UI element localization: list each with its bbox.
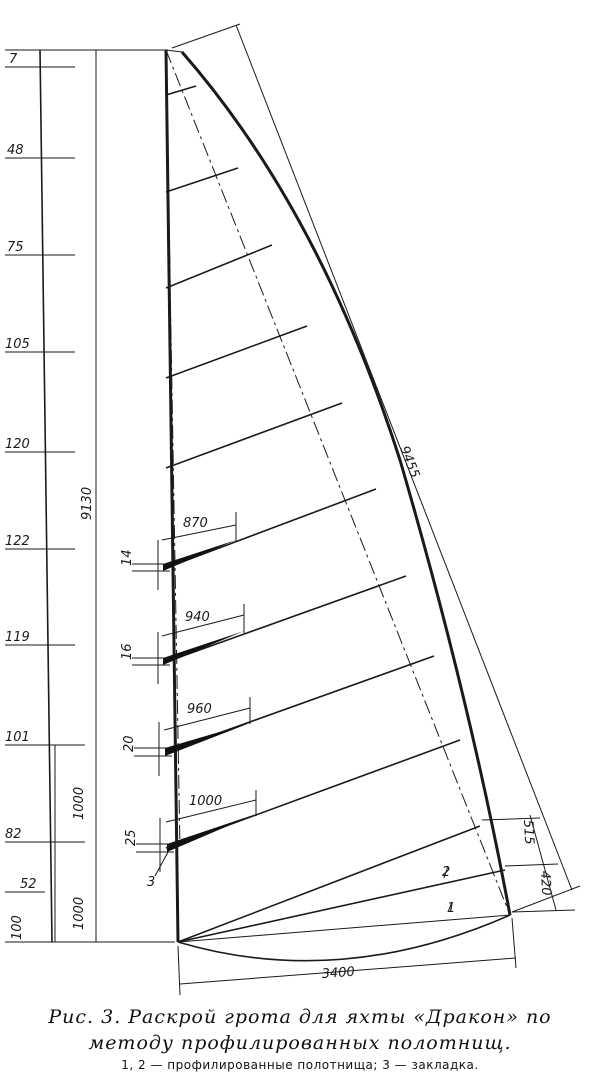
- seam-length-label: 960: [187, 702, 212, 717]
- dart-wedge: [163, 540, 236, 571]
- offset-label: 119: [5, 630, 30, 645]
- offset-label: 105: [5, 337, 30, 352]
- dart-wedge: [167, 814, 256, 852]
- offset-label: 122: [5, 534, 30, 549]
- seam-length-label: 940: [185, 610, 210, 625]
- offset-label: 82: [5, 827, 22, 842]
- callout-3: 3: [147, 875, 155, 890]
- foot-dim-line: [179, 957, 517, 985]
- ruler-curve-line: [39, 49, 53, 943]
- caption-title-line: Рис. 3. Раскрой грота для яхты «Дракон» …: [48, 1006, 552, 1028]
- headboard-line: [165, 49, 183, 53]
- vertical-total-dim: 9130: [80, 487, 95, 520]
- dart-depth-label: 14: [120, 549, 135, 566]
- leech-chord: [165, 49, 511, 916]
- dart-wedge: [165, 723, 250, 756]
- luff-line: [164, 49, 180, 943]
- callouts: 1 2 3: [147, 851, 455, 916]
- station-ticks: [5, 66, 85, 942]
- offset-label: 48: [7, 143, 24, 158]
- caption-legend: 1, 2 — профилированные полотнища; 3 — за…: [121, 1058, 479, 1072]
- offset-ruler: 7 48 75 105 120 122 119 101 82 52 100 91…: [5, 49, 175, 943]
- figure-caption: Рис. 3. Раскрой грота для яхты «Дракон» …: [0, 1004, 600, 1074]
- dart-depth-label: 25: [124, 829, 139, 846]
- clew-offset-label: 515: [520, 819, 536, 845]
- seam-length-label: 1000: [189, 794, 222, 809]
- dart-depth-dims: 14 16 20 25: [120, 540, 174, 872]
- offset-label: 52: [20, 877, 37, 892]
- luff-chord: [165, 49, 181, 851]
- vertical-bottom-dim: 1000: [72, 897, 87, 930]
- vertical-mid-dim: 1000: [72, 787, 87, 820]
- seam-length-dims: 870 940 960 1000: [161, 512, 257, 823]
- offset-label: 101: [5, 730, 30, 745]
- darts: [163, 540, 256, 852]
- clew-offsets: 515 420: [481, 814, 576, 913]
- sail-outline: [164, 49, 512, 962]
- leech-dimension: 9455: [171, 23, 581, 913]
- callout-1: 1: [447, 901, 455, 916]
- dart-wedge: [163, 631, 244, 665]
- foot-curve: [177, 914, 511, 962]
- offset-label: 75: [7, 240, 24, 255]
- foot-dimension: 3400: [177, 917, 517, 996]
- dart-depth-label: 20: [122, 735, 137, 752]
- seam-length-label: 870: [183, 516, 208, 531]
- foot-chord: [177, 914, 511, 943]
- offset-label: 100: [10, 915, 25, 940]
- leech-dim-line: [235, 24, 573, 891]
- caption-title-line: методу профилированных полотнищ.: [88, 1032, 512, 1054]
- dart-depth-label: 16: [120, 643, 135, 660]
- clew-offset-label: 420: [537, 870, 553, 896]
- leech-curve: [180, 51, 512, 916]
- seams: [165, 85, 506, 943]
- offset-label: 7: [9, 52, 18, 67]
- foot-length-label: 3400: [321, 965, 355, 982]
- sail-cutting-diagram: 7 48 75 105 120 122 119 101 82 52 100 91…: [5, 23, 581, 996]
- offset-label: 120: [5, 437, 30, 452]
